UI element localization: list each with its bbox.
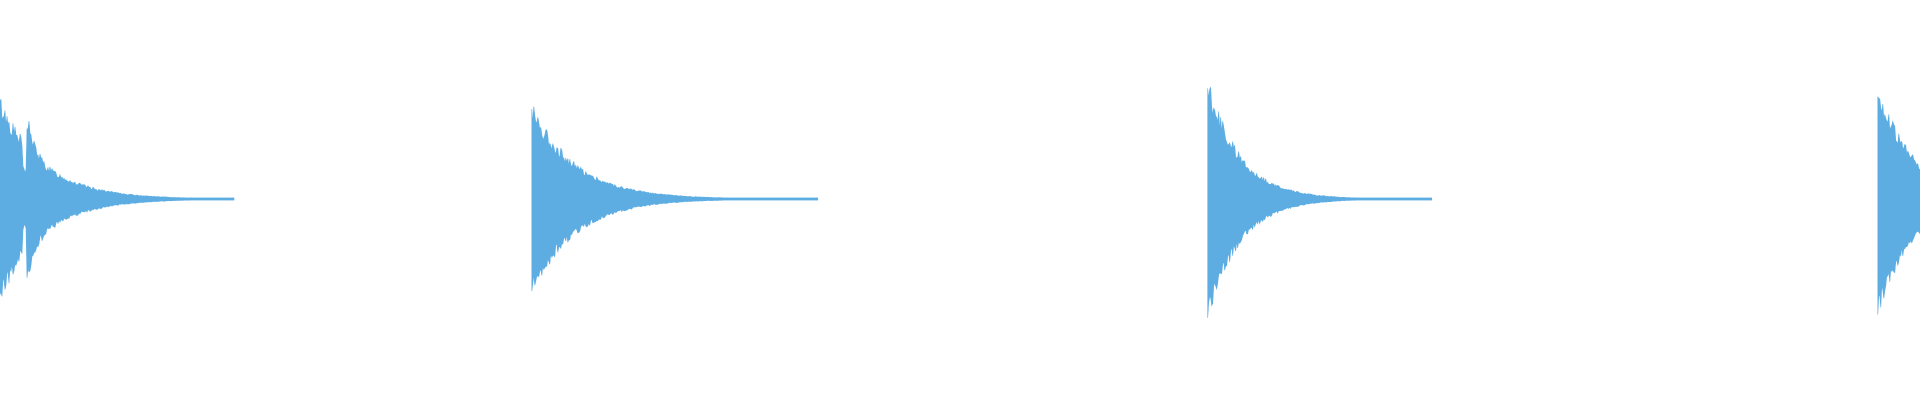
waveform-segment-note-4[interactable]: [1877, 95, 1920, 315]
waveform-segment-note-2[interactable]: [531, 106, 819, 292]
waveform-segment-note-3[interactable]: [1207, 86, 1432, 318]
waveform-segment-note-1[interactable]: [0, 98, 235, 297]
